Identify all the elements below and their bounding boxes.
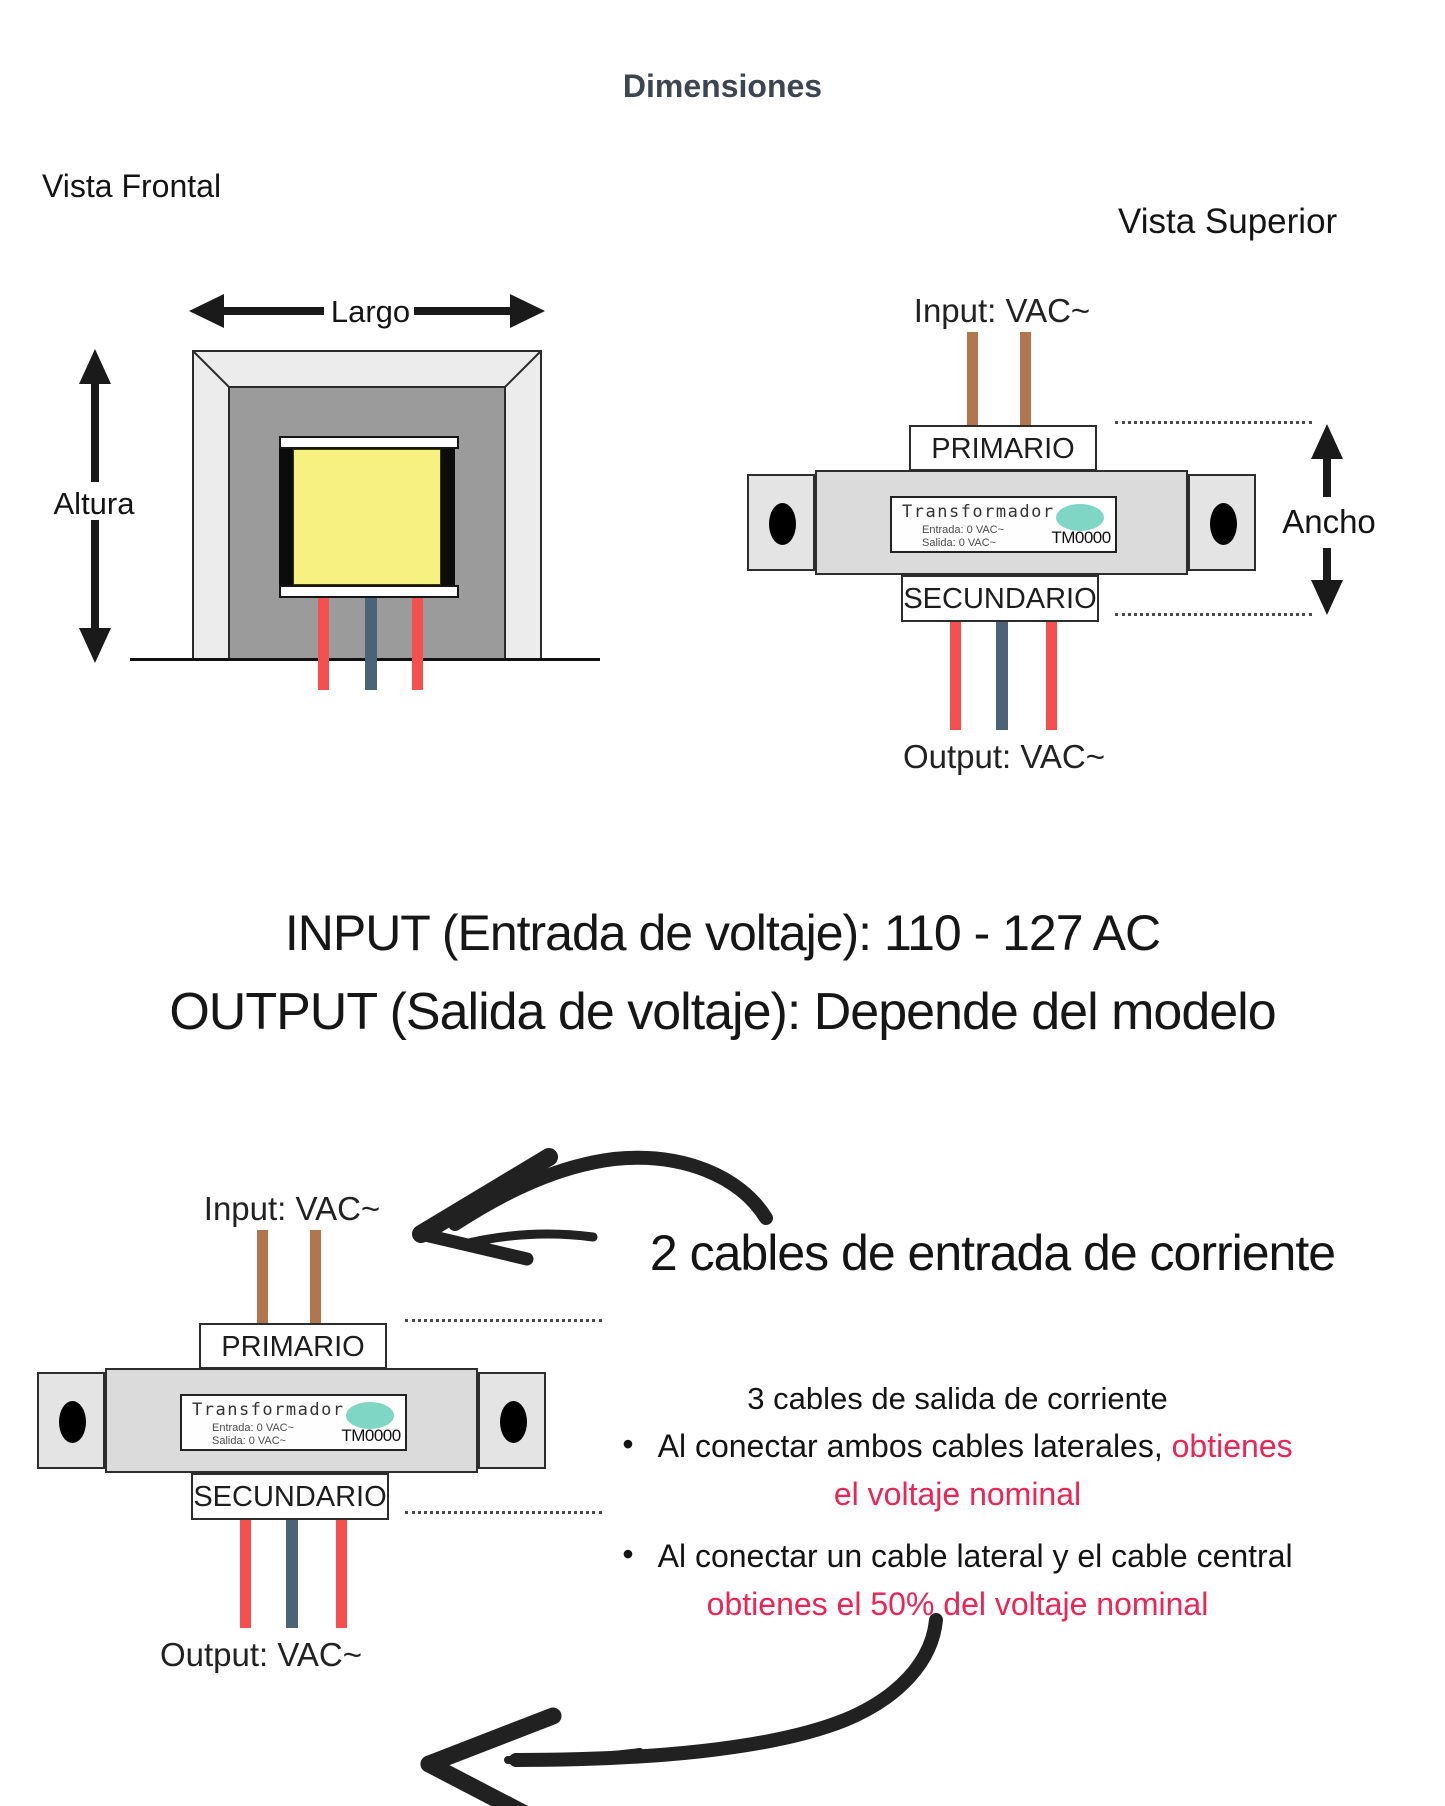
plate-teal-badge-icon bbox=[1056, 504, 1104, 531]
plate-teal-badge-icon bbox=[346, 1402, 394, 1429]
bullet-icon: • bbox=[622, 1536, 634, 1572]
bottom-view-diagram: Input: VAC~ PRIMARIO SECUNDARIO Transfor… bbox=[30, 1188, 630, 1678]
mounting-hole-icon bbox=[769, 503, 796, 545]
plate-salida: Salida: 0 VAC~ bbox=[212, 1435, 287, 1447]
width-guide-dashed-top bbox=[1115, 421, 1312, 424]
bullet-1-red-text: obtienes bbox=[1171, 1428, 1293, 1464]
output-wire-red-left bbox=[240, 1520, 251, 1628]
input-wire-brown-left bbox=[257, 1230, 268, 1324]
plate-brand: Transformador bbox=[902, 502, 1055, 522]
plate-brand: Transformador bbox=[192, 1400, 345, 1420]
input-wire-brown-left bbox=[967, 332, 978, 426]
primary-winding-box: PRIMARIO bbox=[909, 425, 1097, 471]
spec-input-line: INPUT (Entrada de voltaje): 110 - 127 AC bbox=[284, 905, 1161, 961]
bullet-1-line-2: el voltaje nominal bbox=[833, 1476, 1082, 1512]
coil-winding bbox=[293, 449, 441, 585]
input-wire-brown-right bbox=[1020, 332, 1031, 426]
coil-side-left bbox=[279, 449, 293, 585]
bullet-2-line-1: • Al conectar un cable lateral y el cable… bbox=[470, 1536, 1445, 1575]
name-plate: Transformador Entrada: 0 VAC~ Salida: 0 … bbox=[890, 496, 1117, 553]
mounting-hole-icon bbox=[1210, 503, 1237, 545]
altura-dimension-label: Altura bbox=[44, 486, 144, 522]
ancho-dimension-label: Ancho bbox=[1281, 503, 1377, 541]
plate-entrada: Entrada: 0 VAC~ bbox=[922, 524, 1005, 536]
input-vac-label: Input: VAC~ bbox=[913, 292, 1091, 329]
width-guide-dashed-bottom bbox=[405, 1511, 602, 1514]
coil-side-right bbox=[441, 449, 455, 585]
width-guide-dashed-top bbox=[405, 1319, 602, 1322]
front-view-label: Vista Frontal bbox=[42, 168, 222, 204]
secondary-winding-box: SECUNDARIO bbox=[901, 575, 1099, 622]
mounting-tab-left bbox=[37, 1372, 105, 1469]
bullet-2-line-2: obtienes el 50% del voltaje nominal bbox=[706, 1586, 1209, 1622]
top-view-diagram: Input: VAC~ PRIMARIO SECUNDARIO Transfor… bbox=[740, 290, 1340, 780]
input-cables-callout: 2 cables de entrada de corriente bbox=[649, 1225, 1336, 1281]
secondary-winding-box: SECUNDARIO bbox=[191, 1473, 389, 1520]
output-vac-label: Output: VAC~ bbox=[159, 1636, 363, 1673]
bullet-2-black-text: Al conectar un cable lateral y el cable … bbox=[657, 1538, 1293, 1574]
input-wire-brown-right bbox=[310, 1230, 321, 1324]
front-wire-center bbox=[365, 598, 377, 690]
name-plate: Transformador Entrada: 0 VAC~ Salida: 0 … bbox=[180, 1394, 407, 1451]
output-wire-center bbox=[286, 1520, 298, 1628]
output-wire-red-right bbox=[336, 1520, 347, 1628]
plate-model: TM0000 bbox=[1051, 528, 1111, 547]
coil-cap-top bbox=[279, 436, 459, 449]
front-wire-red-right bbox=[412, 598, 423, 690]
front-wire-red-left bbox=[318, 598, 329, 690]
output-vac-label: Output: VAC~ bbox=[902, 738, 1106, 775]
page-title: Dimensiones bbox=[622, 68, 823, 104]
mounting-hole-icon bbox=[500, 1401, 527, 1443]
mounting-tab-right bbox=[1188, 474, 1256, 571]
output-wire-center bbox=[996, 622, 1008, 730]
bullet-1-black-text: Al conectar ambos cables laterales, bbox=[657, 1428, 1172, 1464]
coil-cap-bottom bbox=[279, 585, 459, 598]
mounting-tab-left bbox=[747, 474, 815, 571]
spec-output-line: OUTPUT (Salida de voltaje): Depende del … bbox=[169, 983, 1276, 1041]
plate-model: TM0000 bbox=[341, 1426, 401, 1445]
plate-salida: Salida: 0 VAC~ bbox=[922, 537, 997, 549]
width-guide-dashed-bottom bbox=[1115, 613, 1312, 616]
mounting-tab-right bbox=[478, 1372, 546, 1469]
output-cables-title: 3 cables de salida de corriente bbox=[747, 1381, 1168, 1416]
largo-dimension-label: Largo bbox=[323, 294, 418, 330]
bullet-icon: • bbox=[622, 1426, 634, 1462]
primary-winding-box: PRIMARIO bbox=[199, 1323, 387, 1369]
output-wire-red-left bbox=[950, 622, 961, 730]
input-vac-label: Input: VAC~ bbox=[203, 1190, 381, 1227]
top-view-label: Vista Superior bbox=[1118, 202, 1338, 241]
mounting-hole-icon bbox=[59, 1401, 86, 1443]
bullet-1-line-1: • Al conectar ambos cables laterales, obt… bbox=[470, 1426, 1445, 1465]
plate-entrada: Entrada: 0 VAC~ bbox=[212, 1422, 295, 1434]
output-wire-red-right bbox=[1046, 622, 1057, 730]
